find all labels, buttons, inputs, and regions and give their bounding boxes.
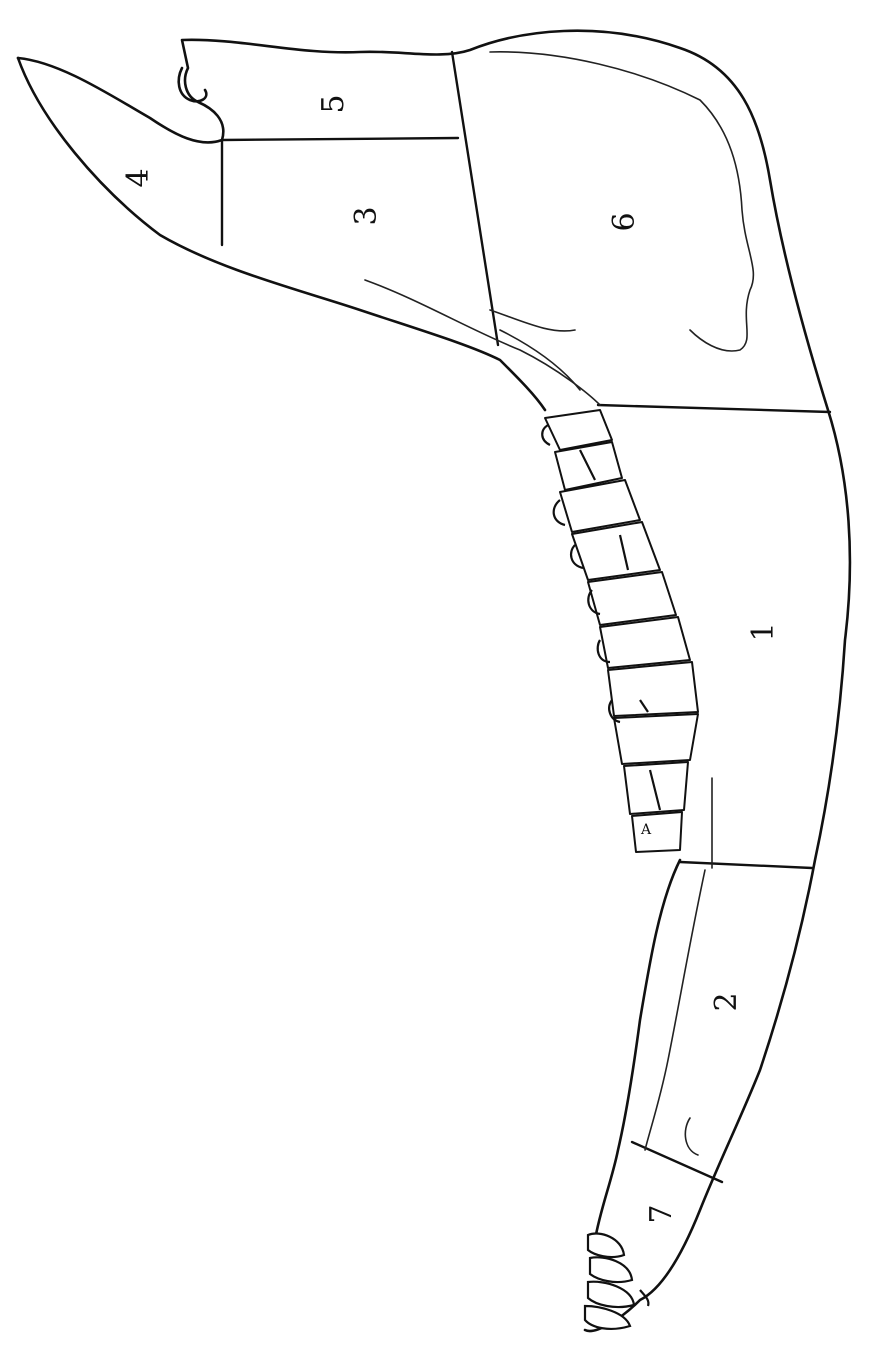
divider-3-6	[452, 52, 498, 345]
divider-3-5	[222, 138, 458, 140]
guide-line-a	[365, 280, 600, 405]
guide-line-b	[490, 310, 575, 331]
tail-scale	[590, 1257, 632, 1282]
inner-contour-6	[490, 52, 753, 351]
tail-scale	[585, 1306, 630, 1329]
vertebra	[588, 572, 676, 625]
vertebra-letter: A	[640, 822, 652, 838]
body-outline-ventral	[18, 58, 545, 410]
vertebra	[572, 522, 660, 580]
notch-5	[179, 68, 207, 101]
vertebra	[632, 812, 682, 852]
body-outline	[18, 31, 850, 1331]
region-label-1: 1	[746, 622, 781, 641]
tail-line-a	[645, 870, 705, 1150]
region-label-2: 2	[709, 992, 744, 1011]
vertebra	[614, 714, 698, 764]
lower-outline	[595, 860, 680, 1240]
divider-6-1	[598, 405, 830, 412]
vertebral-column: A	[542, 410, 698, 852]
region-label-5: 5	[316, 94, 351, 113]
vertebra	[608, 662, 698, 716]
tail-scale	[588, 1282, 634, 1307]
tail-tip	[585, 1234, 648, 1329]
tail-line-b	[685, 1118, 698, 1155]
region-label-6: 6	[607, 212, 642, 231]
tail-scale	[588, 1234, 624, 1258]
vertebra	[600, 617, 690, 668]
region-label-4: 4	[121, 168, 156, 187]
vertebra	[624, 762, 688, 814]
divider-1-2	[680, 862, 812, 868]
region-label-3: 3	[349, 206, 384, 225]
region-label-7: 7	[644, 1204, 679, 1223]
